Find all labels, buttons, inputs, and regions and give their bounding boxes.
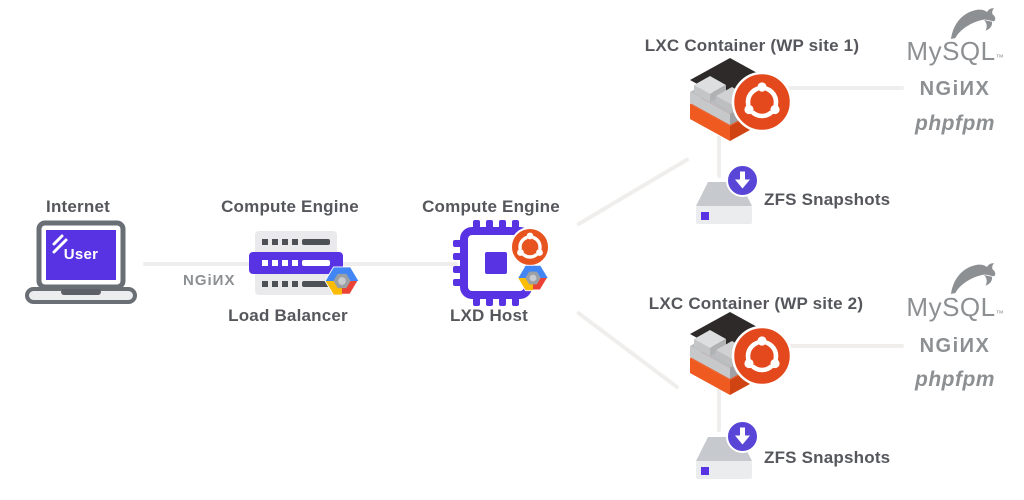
mysql-trademark: ™ — [995, 53, 1004, 62]
laptop-icon — [24, 220, 138, 313]
phpfpm-logo: phpfpm — [915, 368, 995, 391]
load-balancer-label: Load Balancer — [228, 306, 348, 325]
lxd-host-label: LXD Host — [449, 306, 529, 325]
ubuntu-logo-icon — [509, 226, 551, 273]
nginx-lb-logo: NGiИX — [183, 272, 236, 289]
lxc-container1-label: LXC Container (WP site 1) — [644, 36, 860, 55]
mysql-dolphin-icon — [948, 6, 998, 47]
lxc-container2-label: LXC Container (WP site 2) — [648, 294, 864, 313]
zfs-drive-icon — [692, 432, 756, 493]
mysql-wordmark: MySQL — [906, 292, 996, 322]
user-screen-text: User — [63, 246, 99, 263]
connector-container1-to-zfs1 — [717, 136, 721, 178]
connector-lxd-to-container2 — [575, 310, 680, 390]
zfs-snapshots1-label: ZFS Snapshots — [764, 190, 891, 209]
mysql-wordmark: MySQL — [906, 36, 996, 66]
gcp-hexagon-icon — [323, 261, 361, 306]
zfs-snapshots2-label: ZFS Snapshots — [764, 448, 891, 467]
connector-container1-to-stack1 — [787, 86, 904, 90]
nginx-logo: NGiИX — [919, 78, 991, 100]
mysql-trademark: ™ — [995, 309, 1004, 318]
snapshot-download-badge-icon — [726, 420, 759, 458]
mysql-logo: MySQL™ — [905, 292, 1005, 323]
internet-label: Internet — [46, 197, 110, 216]
connector-lxd-to-container1 — [575, 156, 690, 227]
lxd-host-top-label: Compute Engine — [422, 197, 560, 216]
mysql-logo: MySQL™ — [905, 36, 1005, 67]
nginx-logo: NGiИX — [919, 335, 991, 357]
mysql-dolphin-icon — [948, 261, 998, 302]
connector-container2-to-stack2 — [787, 344, 904, 348]
phpfpm-logo: phpfpm — [915, 112, 995, 135]
snapshot-download-badge-icon — [726, 164, 759, 202]
lxc-container-icon — [683, 56, 795, 147]
load-balancer-icon — [245, 227, 363, 312]
lxc-container-icon — [683, 310, 795, 401]
gcp-hexagon-icon — [515, 260, 551, 301]
connector-container2-to-zfs2 — [717, 388, 721, 432]
load-balancer-top-label: Compute Engine — [221, 197, 359, 216]
